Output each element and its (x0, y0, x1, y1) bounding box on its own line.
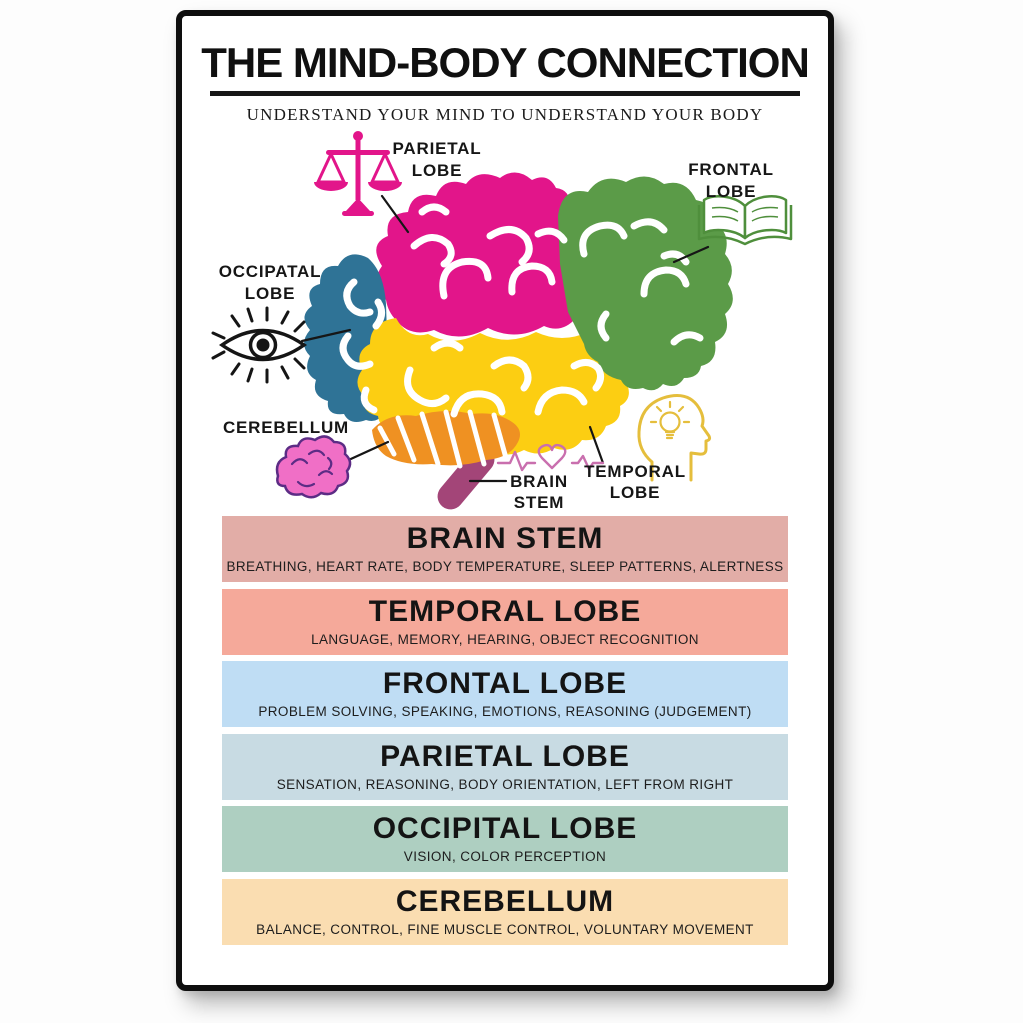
heartbeat-icon (496, 443, 605, 472)
brain-regions (304, 172, 733, 510)
occipital-label-line1: OCCIPATAL (219, 262, 322, 281)
frontal-label-line2: LOBE (706, 182, 756, 201)
section-description: PROBLEM SOLVING, SPEAKING, EMOTIONS, REA… (258, 704, 752, 719)
page-title: THE MIND-BODY CONNECTION (201, 39, 810, 86)
cerebellum-label: CEREBELLUM (223, 418, 349, 437)
cerebellum-ribs (377, 409, 509, 469)
brain-sulci (339, 203, 704, 418)
brainstem-label-line2: STEM (514, 493, 564, 512)
brain-diagram: PARIETAL LOBE FRONTAL LOBE OCCIPATAL LOB… (211, 131, 793, 512)
section-description: SENSATION, REASONING, BODY ORIENTATION, … (276, 776, 734, 792)
section-title: BRAIN STEM (406, 522, 604, 555)
section-description: LANGUAGE, MEMORY, HEARING, OBJECT RECOGN… (311, 631, 699, 647)
section-description: BALANCE, CONTROL, FINE MUSCLE CONTROL, V… (256, 921, 754, 937)
book-icon (697, 195, 793, 246)
section-list: BRAIN STEM BREATHING, HEART RATE, BODY T… (222, 516, 788, 951)
parietal-label-line1: PARIETAL (393, 139, 482, 158)
section-title: TEMPORAL LOBE (368, 594, 642, 628)
section-title: PARIETAL LOBE (380, 739, 630, 773)
parietal-label-line2: LOBE (412, 161, 462, 180)
brain-stem-region (437, 446, 495, 510)
section-title: FRONTAL LOBE (382, 667, 628, 700)
head-lightbulb-icon (637, 394, 712, 482)
title-underline (210, 91, 800, 96)
diagram-labels: PARIETAL LOBE FRONTAL LOBE OCCIPATAL LOB… (219, 139, 774, 512)
section-description: VISION, COLOR PERCEPTION (403, 849, 607, 864)
parietal-lobe-region (376, 172, 577, 337)
section-title: OCCIPITAL LOBE (372, 812, 638, 845)
brainstem-label-line1: BRAIN (510, 472, 568, 491)
temporal-label-line2: LOBE (610, 483, 660, 502)
frontal-connector (672, 245, 710, 264)
frontal-label-line1: FRONTAL (688, 160, 774, 179)
temporal-connector (588, 425, 605, 465)
eye-icon (211, 306, 308, 384)
parietal-connector (380, 194, 410, 234)
section-row-temporal-lobe: TEMPORAL LOBE LANGUAGE, MEMORY, HEARING,… (222, 588, 788, 655)
section-row-brain-stem: BRAIN STEM BREATHING, HEART RATE, BODY T… (222, 516, 788, 582)
poster-frame: THE MIND-BODY CONNECTION UNDERSTAND YOUR… (176, 10, 834, 991)
temporal-label-line1: TEMPORAL (584, 462, 686, 481)
mini-brain-icon (275, 435, 352, 499)
subtitle: UNDERSTAND YOUR MIND TO UNDERSTAND YOUR … (246, 105, 764, 124)
section-row-frontal-lobe: FRONTAL LOBE PROBLEM SOLVING, SPEAKING, … (222, 661, 788, 727)
section-title: CEREBELLUM (395, 884, 615, 918)
section-description: BREATHING, HEART RATE, BODY TEMPERATURE,… (226, 559, 784, 574)
occipital-connector (300, 328, 352, 343)
section-row-parietal-lobe: PARIETAL LOBE SENSATION, REASONING, BODY… (222, 733, 788, 800)
occipital-label-line2: LOBE (245, 284, 295, 303)
section-row-cerebellum: CEREBELLUM BALANCE, CONTROL, FINE MUSCLE… (222, 878, 788, 945)
scales-icon (314, 131, 402, 216)
section-row-occipital-lobe: OCCIPITAL LOBE VISION, COLOR PERCEPTION (222, 806, 788, 872)
